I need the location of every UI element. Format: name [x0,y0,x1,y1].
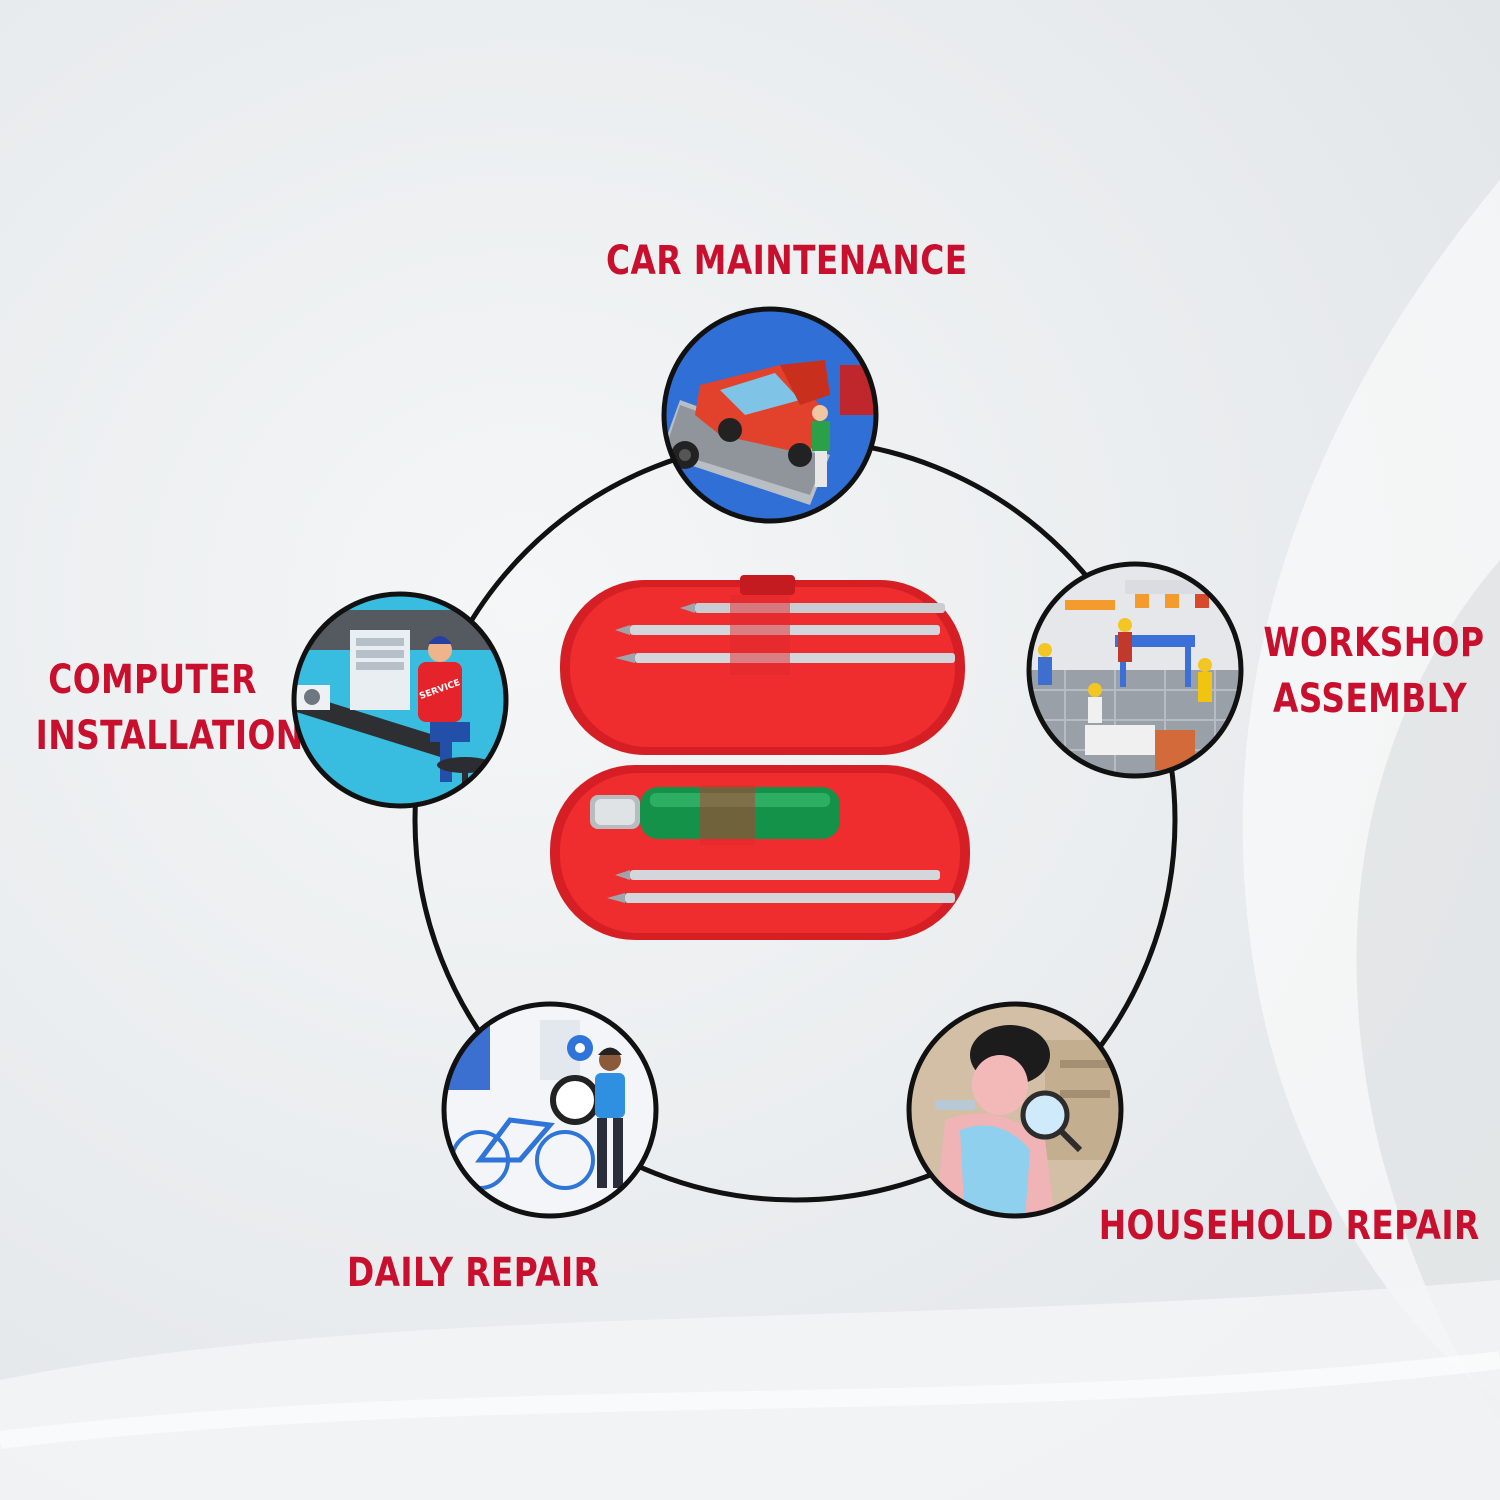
screwdriver-set-case [550,575,970,940]
spare-bit-1 [680,603,945,613]
label-household-repair: HOUSEHOLD REPAIR [1098,1203,1480,1249]
workshop-assembly-illustration [1026,561,1244,779]
household-repair-illustration [906,1001,1124,1219]
label-workshop-assembly: WORKSHOP ASSEMBLY [1263,620,1485,722]
computer-installation-illustration: SERVICE [291,591,509,809]
spare-bit-5 [607,893,955,903]
label-daily-repair: DAILY REPAIR [347,1250,600,1296]
car-maintenance-illustration [661,306,879,524]
daily-repair-illustration [441,1001,659,1219]
spare-bit-3 [615,653,955,663]
spare-bit-4 [615,870,940,880]
label-car-maintenance: CAR MAINTENANCE [606,238,968,284]
screwdriver-handle [590,787,840,839]
label-computer-installation: COMPUTER INSTALLATION [35,657,304,759]
